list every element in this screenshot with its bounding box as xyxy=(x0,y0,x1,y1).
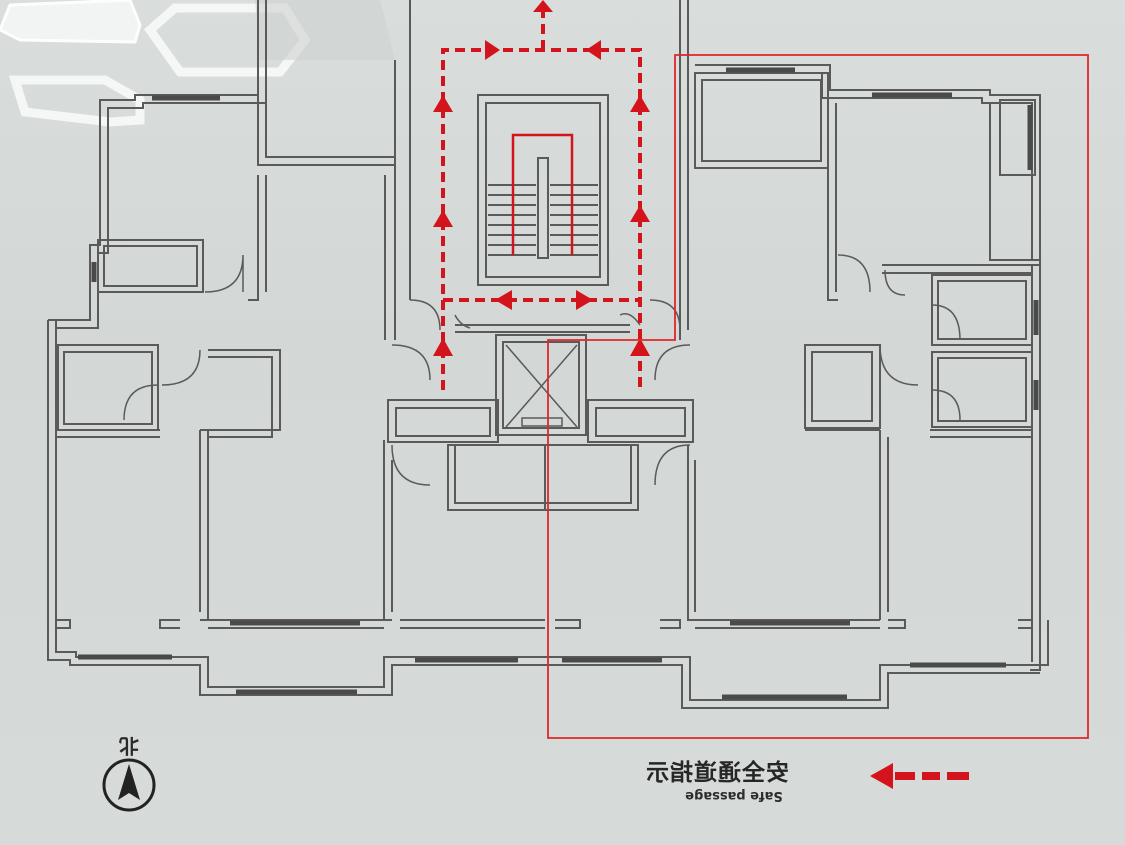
doors xyxy=(123,254,961,486)
windows xyxy=(78,67,1039,700)
escape-route-inner xyxy=(511,133,574,255)
north-label: 北 xyxy=(119,734,139,758)
dashed-arrow-icon xyxy=(870,763,969,789)
north-arrow-icon xyxy=(102,758,156,812)
elevator-symbol xyxy=(505,344,578,428)
legend-title-cn: 安全通道指示 xyxy=(645,760,789,786)
walls xyxy=(47,0,1049,709)
legend-title-en: Safe passage xyxy=(685,788,783,803)
highlight-outline xyxy=(547,54,1089,739)
glass-reflection xyxy=(0,0,395,127)
route-arrows xyxy=(433,0,650,356)
